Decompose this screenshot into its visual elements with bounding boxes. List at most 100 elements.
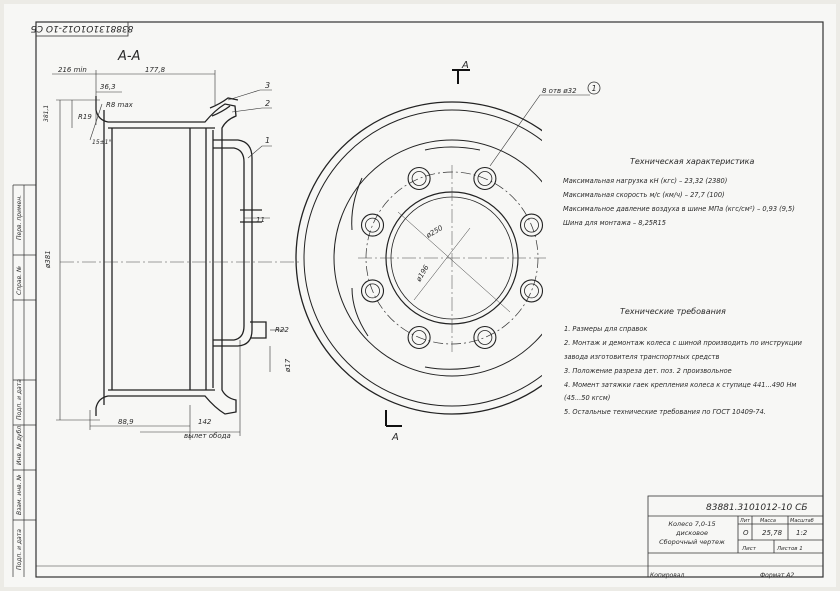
disc-outer-circle <box>333 139 542 377</box>
margin-label: Справ. № <box>16 266 23 295</box>
left-margin-columns <box>12 184 36 577</box>
margin-label: Подп. и дата <box>16 529 23 570</box>
dim-17: ø17 <box>284 358 292 373</box>
rotated-code-text: 8388131O1O12-1O СБ <box>31 23 134 33</box>
dim-177: 177,8 <box>145 66 166 74</box>
requirements-block: Технические требования 1. Размеры для сп… <box>564 307 803 416</box>
callout-3: 3 <box>265 81 270 90</box>
dim-36: 36,3 <box>100 83 116 91</box>
bolt-hole <box>473 325 497 350</box>
dim-381: ø381 <box>44 250 52 269</box>
bolt-hole <box>519 213 544 237</box>
dim-chamfer: 15±1° <box>92 139 111 146</box>
scale-header: Масштаб <box>790 518 814 524</box>
dim-142: 142 <box>198 418 212 426</box>
section-dimension-lines <box>52 70 285 440</box>
specs-title: Техническая характеристика <box>630 157 755 166</box>
section-letter-top: А <box>461 60 469 71</box>
callout-2: 2 <box>265 99 270 108</box>
title-block: 83881.3101012-10 СБ Колесо 7,0-15 дисков… <box>36 495 824 579</box>
bolt-hole <box>407 325 431 350</box>
part-name-line: Колесо 7,0-15 <box>668 520 715 528</box>
dim-381-1: 381,1 <box>43 105 50 122</box>
bolt-hole-inner <box>524 283 539 299</box>
dim-r22: R22 <box>275 326 289 334</box>
dim-216: 216 min <box>58 66 87 74</box>
dim-196-line <box>413 227 471 301</box>
requirement-line: 5. Остальные технические требования по Г… <box>564 408 766 416</box>
dim-889: 88,9 <box>118 418 134 426</box>
specs-line: Шина для монтажа – 8,25R15 <box>563 219 666 227</box>
callout-numbers: 3 2 1 <box>265 81 270 145</box>
scale-value: 1:2 <box>796 529 808 537</box>
lit-header: Лит <box>739 518 751 524</box>
dim-11: 11 <box>256 216 265 224</box>
requirement-line: 3. Положение разреза дет. поз. 2 произво… <box>564 367 732 375</box>
vent-slot <box>424 365 481 370</box>
section-dimension-labels: 216 min 177,8 36,3 R8 max R19 381,1 15±1… <box>43 66 292 440</box>
vent-slot <box>351 287 369 337</box>
rim-section <box>95 96 267 416</box>
vent-slot <box>424 146 481 151</box>
bolt-hole <box>519 279 544 303</box>
rim-inner-circle <box>303 109 542 407</box>
margin-label: Перв. примен. <box>16 195 23 240</box>
paper <box>4 4 836 587</box>
section-letter-bottom: А <box>391 432 399 443</box>
requirements-title: Технические требования <box>620 307 726 316</box>
bolt-hole-inner <box>365 217 380 233</box>
item-balloon <box>587 81 601 95</box>
dim-250-line <box>397 211 511 313</box>
drawing-code: 83881.3101012-10 СБ <box>706 503 808 513</box>
specs-block: Техническая характеристика Максимальная … <box>563 157 795 227</box>
bolt-hole <box>360 213 385 237</box>
bolt-hole-inner <box>477 171 493 186</box>
balloon-number: 1 <box>591 84 596 93</box>
callout-1: 1 <box>265 136 270 145</box>
mass-header: Масса <box>760 518 776 524</box>
mass-value: 25,78 <box>762 529 783 537</box>
bolt-holes <box>360 166 544 350</box>
format-label: Формат А2 <box>760 572 794 579</box>
section-mark-top <box>452 69 470 84</box>
rotated-code-stamp: 8388131O1O12-1O СБ <box>31 21 134 37</box>
specs-line: Максимальная нагрузка кН (кгс) – 23,32 (… <box>563 177 727 185</box>
holes-label: 8 отв ø32 <box>542 87 577 95</box>
dim-offset: вылет обода <box>184 432 231 440</box>
specs-line: Максимальная скорость м/с (км/ч) – 27,7 … <box>563 191 725 199</box>
callout-leaders <box>227 89 272 159</box>
margin-label: Инв. № дубл. <box>16 424 23 465</box>
bolt-hole <box>360 279 385 303</box>
requirement-line: (45...50 кгсм) <box>564 394 610 402</box>
requirement-line: 4. Момент затяжки гаек крепления колеса … <box>564 381 796 389</box>
bolt-hole-inner <box>411 171 427 186</box>
vent-slot <box>351 177 363 231</box>
holes-leader <box>489 94 590 167</box>
sheet-label: Лист <box>741 546 757 552</box>
margin-label: Подп. и дата <box>16 379 23 420</box>
section-view: А-А <box>43 49 300 440</box>
rim-outer-circle <box>295 101 542 415</box>
requirement-line: 1. Размеры для справок <box>564 325 647 333</box>
left-margin-labels: Перв. примен. Справ. № Подп. и дата Инв.… <box>16 195 23 570</box>
margin-label: Взам. инв. № <box>16 474 23 515</box>
part-name-line: Сборочный чертеж <box>659 538 725 546</box>
bolt-hole-inner <box>411 330 427 345</box>
copied-label: Копировал <box>650 572 684 579</box>
requirement-line: завода изготовителя транспортных средств <box>564 353 719 361</box>
section-mark-bottom <box>385 410 402 427</box>
bolt-hole-inner <box>477 330 493 345</box>
specs-line: Максимальное давление воздуха в шине МПа… <box>563 205 795 213</box>
lit-value: О <box>743 529 749 537</box>
requirement-line: 2. Монтаж и демонтаж колеса с шиной прои… <box>564 339 803 347</box>
bolt-hole <box>407 166 431 191</box>
bolt-hole-inner <box>524 217 539 233</box>
bolt-hole-inner <box>365 283 380 299</box>
sheets-label: Листов 1 <box>776 546 803 552</box>
part-name-line: дисковое <box>675 529 708 537</box>
drawing-frame <box>35 21 824 578</box>
bolt-hole <box>473 166 497 191</box>
dim-r8: R8 max <box>106 101 134 109</box>
